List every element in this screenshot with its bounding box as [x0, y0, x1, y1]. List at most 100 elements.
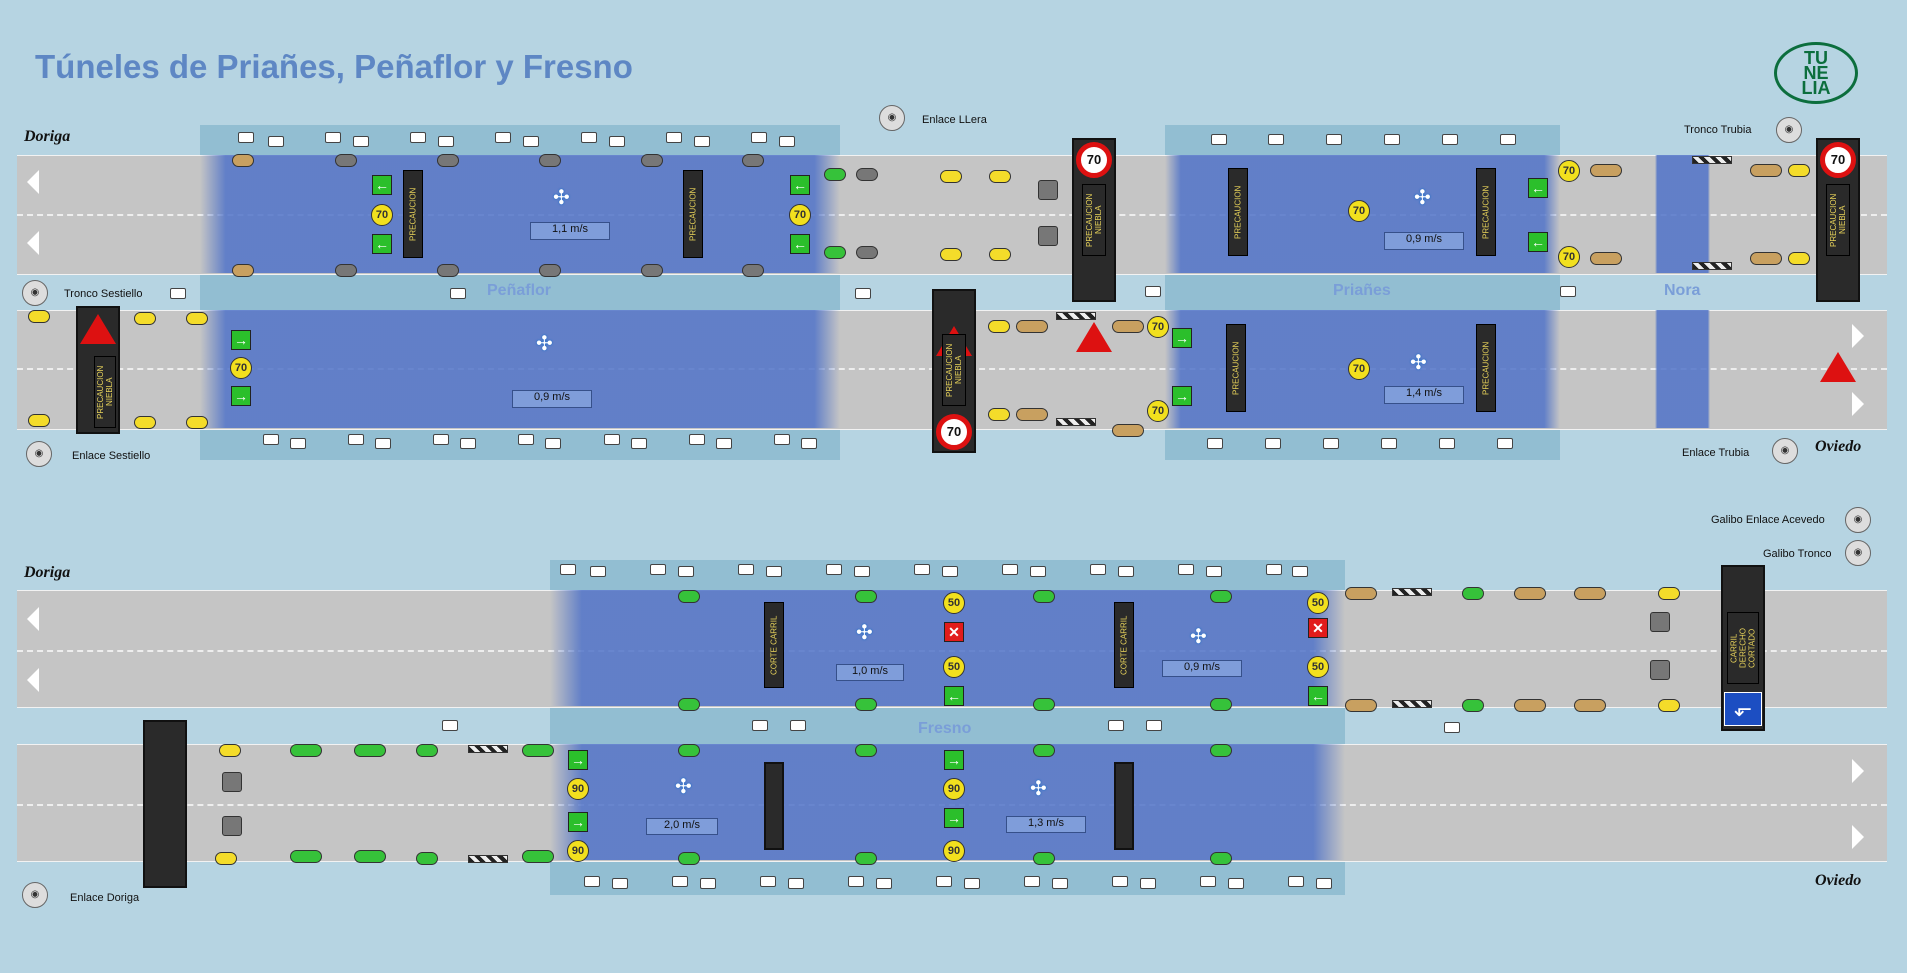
traffic-light[interactable] — [1033, 852, 1055, 865]
barrier[interactable] — [1392, 588, 1432, 596]
fan-icon[interactable]: ✣ — [1414, 187, 1431, 209]
camera-icon[interactable] — [1381, 438, 1397, 449]
camera-icon[interactable] — [1206, 566, 1222, 577]
camera-icon[interactable] — [1268, 134, 1284, 145]
traffic-light[interactable] — [186, 416, 208, 429]
barrier[interactable] — [1692, 156, 1732, 164]
traffic-light[interactable] — [232, 154, 254, 167]
traffic-light[interactable] — [678, 698, 700, 711]
camera-icon[interactable] — [170, 288, 186, 299]
camera-icon[interactable] — [689, 434, 705, 445]
lane-signal-right[interactable]: → — [568, 750, 588, 770]
speed-limit-90[interactable]: 90 — [943, 840, 965, 862]
vms-niebla[interactable]: PRECAUCION NIEBLA — [94, 356, 116, 428]
stop-sign[interactable] — [1038, 226, 1058, 246]
vms-blank[interactable] — [1114, 762, 1134, 850]
camera-icon[interactable] — [826, 564, 842, 575]
traffic-light[interactable] — [1033, 698, 1055, 711]
camera-icon[interactable] — [942, 566, 958, 577]
traffic-light[interactable] — [354, 850, 386, 863]
speed-limit-70[interactable]: 70 — [789, 204, 811, 226]
camera-icon[interactable] — [964, 878, 980, 889]
speed-limit-sign-70[interactable]: 70 — [936, 414, 972, 450]
lane-closed-x-icon[interactable]: ✕ — [944, 622, 964, 642]
traffic-light[interactable] — [134, 416, 156, 429]
camera-icon[interactable] — [738, 564, 754, 575]
speed-limit-50[interactable]: 50 — [1307, 656, 1329, 678]
lane-merge-icon[interactable]: ⬐ — [1724, 692, 1762, 726]
camera-icon[interactable] — [263, 434, 279, 445]
barrier[interactable] — [1056, 312, 1096, 320]
camera-llera-icon[interactable]: ◉ — [879, 105, 905, 131]
camera-icon[interactable] — [518, 434, 534, 445]
camera-icon[interactable] — [788, 878, 804, 889]
vms-niebla[interactable]: PRECAUCION NIEBLA — [942, 334, 966, 406]
traffic-light[interactable] — [1514, 587, 1546, 600]
traffic-light[interactable] — [1462, 699, 1484, 712]
camera-icon[interactable] — [1112, 876, 1128, 887]
camera-icon[interactable] — [410, 132, 426, 143]
traffic-light[interactable] — [1345, 699, 1377, 712]
traffic-light[interactable] — [1658, 587, 1680, 600]
stop-sign[interactable] — [1038, 180, 1058, 200]
camera-icon[interactable] — [238, 132, 254, 143]
traffic-light[interactable] — [28, 414, 50, 427]
camera-icon[interactable] — [848, 876, 864, 887]
camera-icon[interactable] — [666, 132, 682, 143]
traffic-light[interactable] — [1345, 587, 1377, 600]
camera-icon[interactable] — [774, 434, 790, 445]
traffic-light[interactable] — [1210, 590, 1232, 603]
traffic-light[interactable] — [855, 744, 877, 757]
camera-icon[interactable] — [650, 564, 666, 575]
traffic-light[interactable] — [1574, 587, 1606, 600]
camera-icon[interactable] — [495, 132, 511, 143]
traffic-light[interactable] — [354, 744, 386, 757]
traffic-light[interactable] — [437, 154, 459, 167]
traffic-light[interactable] — [824, 246, 846, 259]
speed-limit-70[interactable]: 70 — [371, 204, 393, 226]
camera-icon[interactable] — [1384, 134, 1400, 145]
traffic-light[interactable] — [988, 320, 1010, 333]
camera-icon[interactable] — [268, 136, 284, 147]
camera-icon[interactable] — [1266, 564, 1282, 575]
camera-icon[interactable] — [604, 434, 620, 445]
traffic-light[interactable] — [522, 744, 554, 757]
traffic-light[interactable] — [1750, 252, 1782, 265]
speed-limit-90[interactable]: 90 — [567, 840, 589, 862]
camera-icon[interactable] — [1178, 564, 1194, 575]
lane-signal-left[interactable]: ← — [1308, 686, 1328, 706]
speed-limit-70[interactable]: 70 — [1558, 246, 1580, 268]
camera-icon[interactable] — [801, 438, 817, 449]
traffic-light[interactable] — [186, 312, 208, 325]
camera-icon[interactable] — [325, 132, 341, 143]
lane-signal-left[interactable]: ← — [372, 175, 392, 195]
vms-niebla[interactable]: PRECAUCION NIEBLA — [1826, 184, 1850, 256]
camera-icon[interactable] — [348, 434, 364, 445]
speed-limit-sign-70[interactable]: 70 — [1076, 142, 1112, 178]
vms-corte-carril[interactable]: CORTE CARRIL — [1114, 602, 1134, 688]
camera-icon[interactable] — [581, 132, 597, 143]
camera-enlace-sestiello-icon[interactable]: ◉ — [26, 441, 52, 467]
camera-icon[interactable] — [353, 136, 369, 147]
traffic-light[interactable] — [855, 852, 877, 865]
traffic-light[interactable] — [1210, 744, 1232, 757]
camera-icon[interactable] — [1444, 722, 1460, 733]
stop-sign[interactable] — [222, 772, 242, 792]
doriga-panel[interactable] — [143, 720, 187, 888]
traffic-light[interactable] — [1590, 164, 1622, 177]
barrier[interactable] — [1056, 418, 1096, 426]
lane-closed-x-icon[interactable]: ✕ — [1308, 618, 1328, 638]
traffic-light[interactable] — [641, 264, 663, 277]
vms-precaucion[interactable]: PRECAUCION — [403, 170, 423, 258]
vms-precaucion[interactable]: PRECAUCION — [1476, 168, 1496, 256]
camera-galibo-acevedo-icon[interactable]: ◉ — [1845, 507, 1871, 533]
camera-icon[interactable] — [752, 720, 768, 731]
camera-icon[interactable] — [1228, 878, 1244, 889]
camera-icon[interactable] — [790, 720, 806, 731]
camera-icon[interactable] — [1002, 564, 1018, 575]
camera-icon[interactable] — [936, 876, 952, 887]
traffic-light[interactable] — [989, 248, 1011, 261]
speed-limit-50[interactable]: 50 — [1307, 592, 1329, 614]
traffic-light[interactable] — [1750, 164, 1782, 177]
traffic-light[interactable] — [1112, 424, 1144, 437]
